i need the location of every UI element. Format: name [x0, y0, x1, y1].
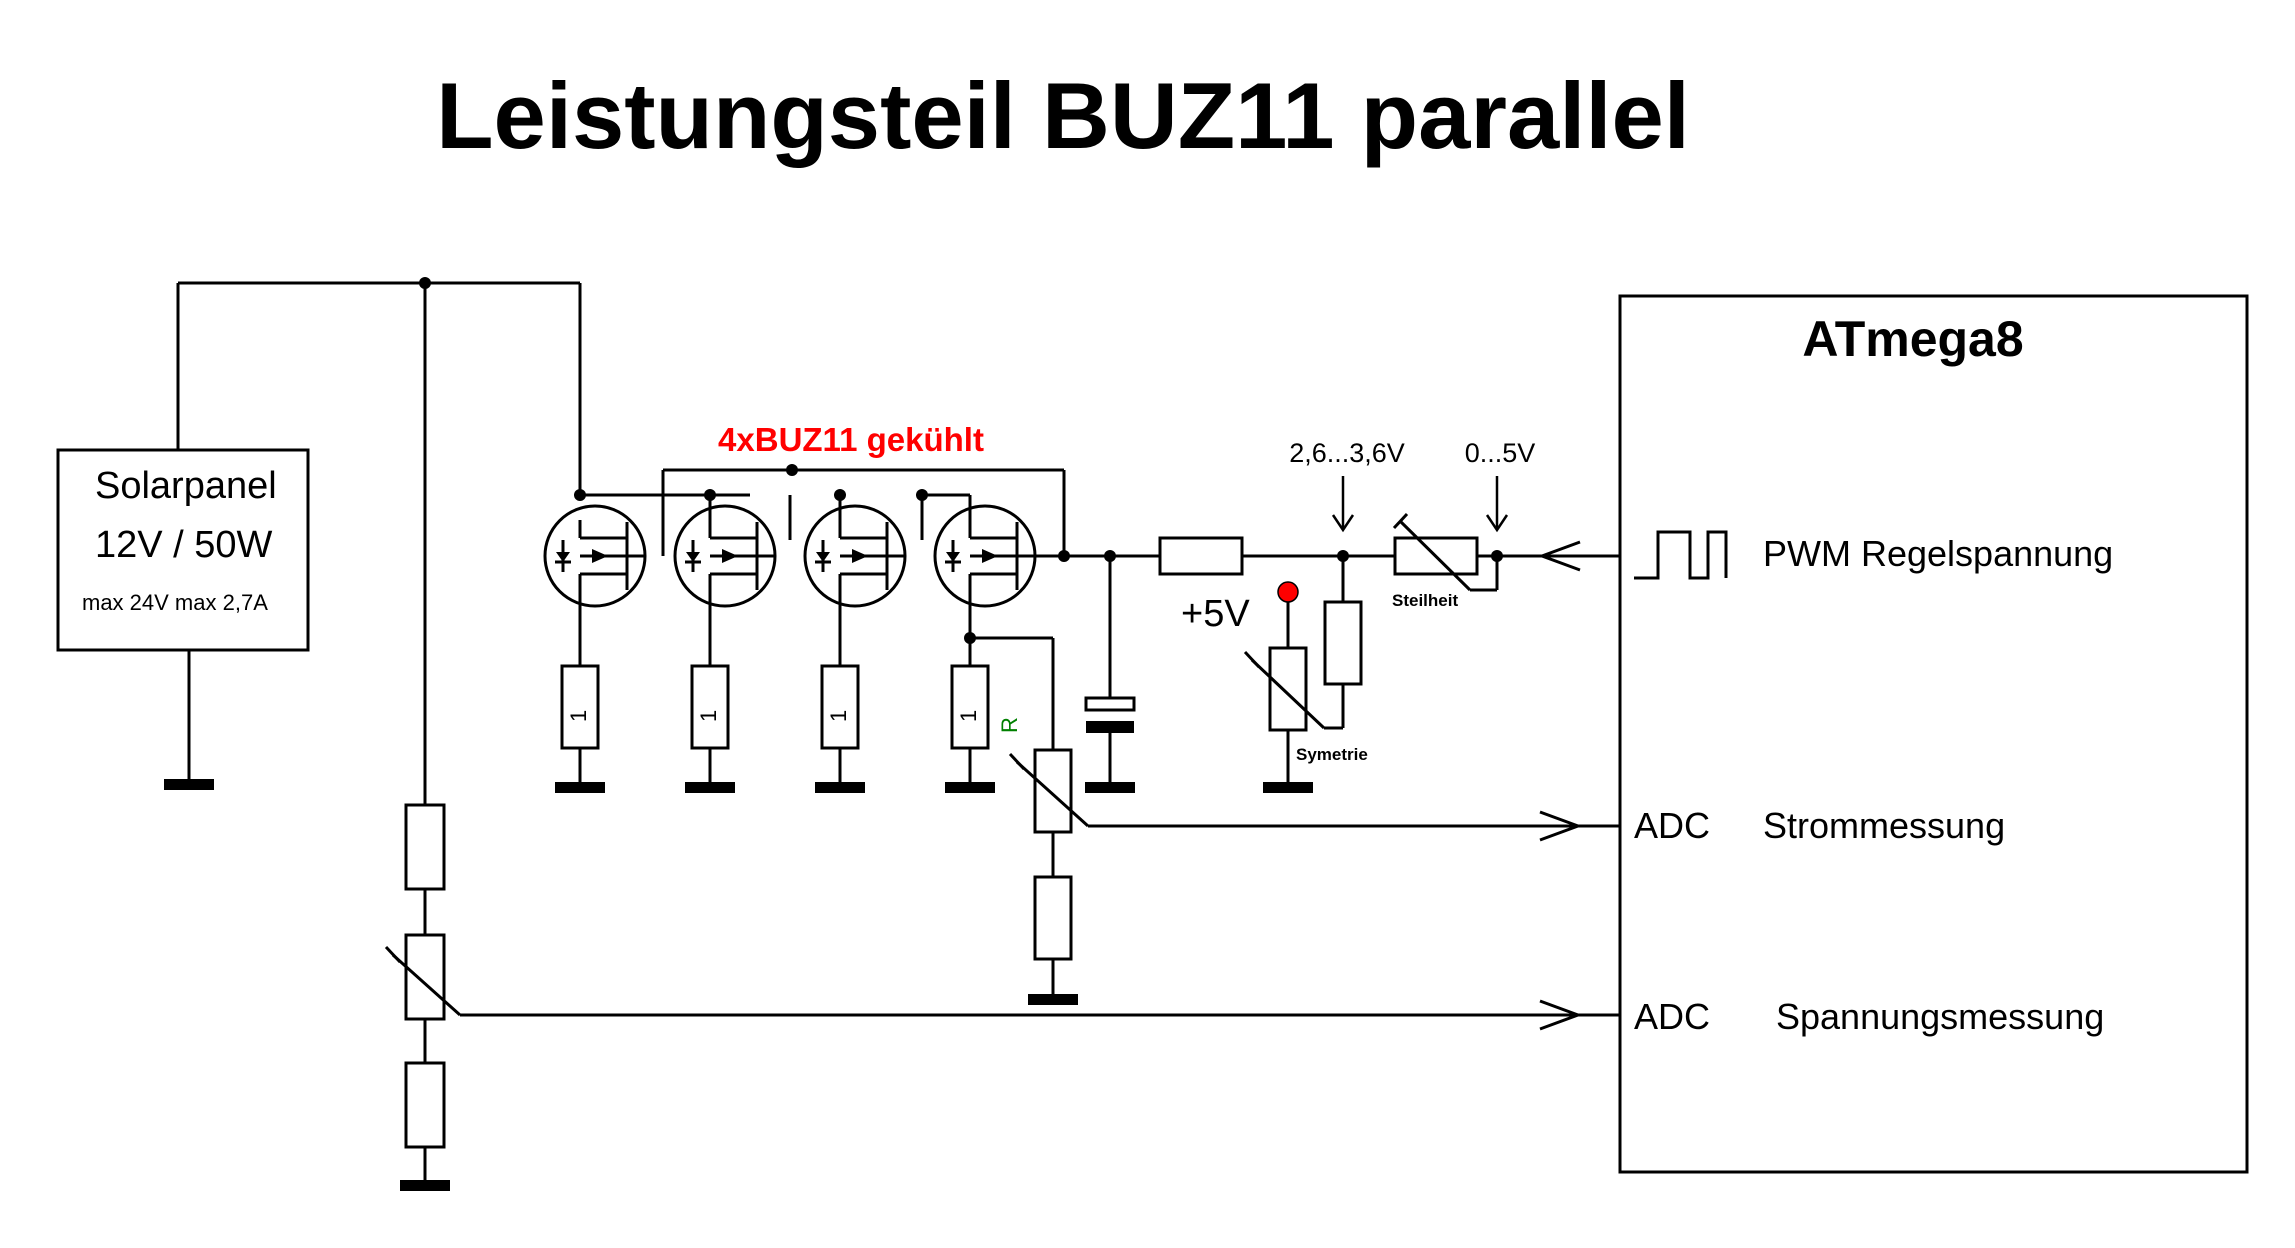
ground-symbol [1085, 782, 1135, 793]
resistor [404, 803, 446, 891]
ground-symbol [400, 1180, 450, 1191]
mosfet-transistor [933, 504, 1064, 608]
symmetry-resistor [1323, 600, 1363, 686]
junction-dot [916, 489, 928, 501]
source-resistor [950, 664, 990, 750]
adc-voltage-label: ADC [1634, 996, 1710, 1037]
shunt-pot-label: R [997, 717, 1022, 733]
potentiometer [404, 933, 446, 1021]
symmetry-potentiometer [1268, 646, 1308, 732]
resistor-value: 1 [696, 710, 721, 722]
ground-symbol [164, 779, 214, 790]
resistor-value: 1 [956, 710, 981, 722]
arrow-icon [1537, 540, 1581, 572]
voltage-range-1: 2,6...3,6V [1289, 438, 1405, 468]
slope-label: Steilheit [1392, 591, 1458, 610]
resistor [404, 1061, 446, 1149]
junction-dot [1058, 550, 1070, 562]
solar-panel: Solarpanel 12V / 50W max 24V max 2,7A [56, 448, 310, 652]
junction-dot [1491, 550, 1503, 562]
arrow-icon [1539, 810, 1583, 842]
capacitor-plate [1084, 696, 1136, 712]
ground-symbol [1028, 994, 1078, 1005]
pwm-waveform-icon [1634, 530, 1728, 580]
arrow-icon [1331, 514, 1355, 533]
source-resistor [690, 664, 730, 750]
supply-terminal-icon [1277, 581, 1299, 603]
ground-symbol [945, 782, 995, 793]
supply-label: +5V [1181, 593, 1250, 635]
source-resistor [820, 664, 860, 750]
mosfet-transistor [803, 504, 907, 608]
voltage-range-2: 0...5V [1465, 438, 1536, 468]
gate-resistor [1158, 536, 1244, 576]
pwm-label: PWM Regelspannung [1763, 533, 2113, 574]
junction-dot [1337, 550, 1349, 562]
mosfet-label: 4xBUZ11 gekühlt [718, 421, 984, 458]
mosfet-transistor [673, 504, 777, 608]
source-resistor [560, 664, 600, 750]
arrow-icon [1485, 514, 1509, 533]
solar-panel-name: Solarpanel [95, 465, 277, 507]
adc-current-label: ADC [1634, 805, 1710, 846]
resistor-value: 1 [826, 710, 851, 722]
resistor-value: 1 [566, 710, 591, 722]
resistor [1033, 875, 1073, 961]
junction-dot [574, 489, 586, 501]
junction-dot [834, 489, 846, 501]
ground-symbol [555, 782, 605, 793]
mcu-name: ATmega8 [1802, 311, 2023, 367]
mcu-block: ATmega8 PWM Regelspannung ADC Strommessu… [1618, 294, 2249, 1174]
capacitor-plate [1086, 721, 1134, 733]
junction-dot [704, 489, 716, 501]
solar-panel-rating: 12V / 50W [95, 524, 273, 566]
junction-dot [786, 464, 798, 476]
ground-symbol [1263, 782, 1313, 793]
potentiometer [1033, 748, 1073, 834]
voltage-measurement-label: Spannungsmessung [1776, 996, 2104, 1037]
symmetry-label: Symetrie [1296, 745, 1368, 764]
ground-symbol [685, 782, 735, 793]
solar-panel-max: max 24V max 2,7A [82, 590, 268, 615]
ground-symbol [815, 782, 865, 793]
current-measurement-label: Strommessung [1763, 805, 2005, 846]
mosfet-transistor [543, 504, 647, 608]
page-title: Leistungsteil BUZ11 parallel [436, 63, 1690, 168]
arrow-icon [1539, 999, 1583, 1031]
